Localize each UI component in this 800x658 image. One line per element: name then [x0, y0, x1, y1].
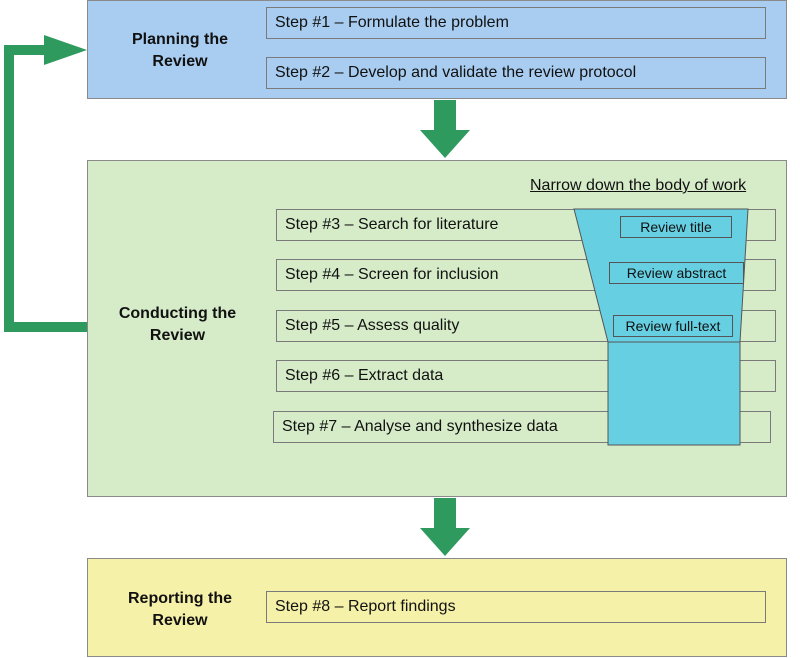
- narrow-down-label: Narrow down the body of work: [530, 177, 747, 194]
- funnel-label-abstract: Review abstract: [609, 262, 744, 284]
- step-8-box: Step #8 – Report findings: [266, 591, 766, 623]
- funnel-label-fulltext: Review full-text: [613, 315, 733, 337]
- reporting-phase-label: Reporting the Review: [128, 590, 232, 629]
- funnel-label-title: Review title: [620, 216, 732, 238]
- step-2-box: Step #2 – Develop and validate the revie…: [266, 57, 766, 89]
- step-1-box: Step #1 – Formulate the problem: [266, 7, 766, 39]
- conducting-phase-label: Conducting the Review: [118, 305, 237, 344]
- feedback-loop-arrow: [4, 35, 87, 332]
- planning-phase-label: Planning the Review: [132, 31, 228, 70]
- down-arrow-1: [420, 100, 470, 158]
- down-arrow-2: [420, 498, 470, 556]
